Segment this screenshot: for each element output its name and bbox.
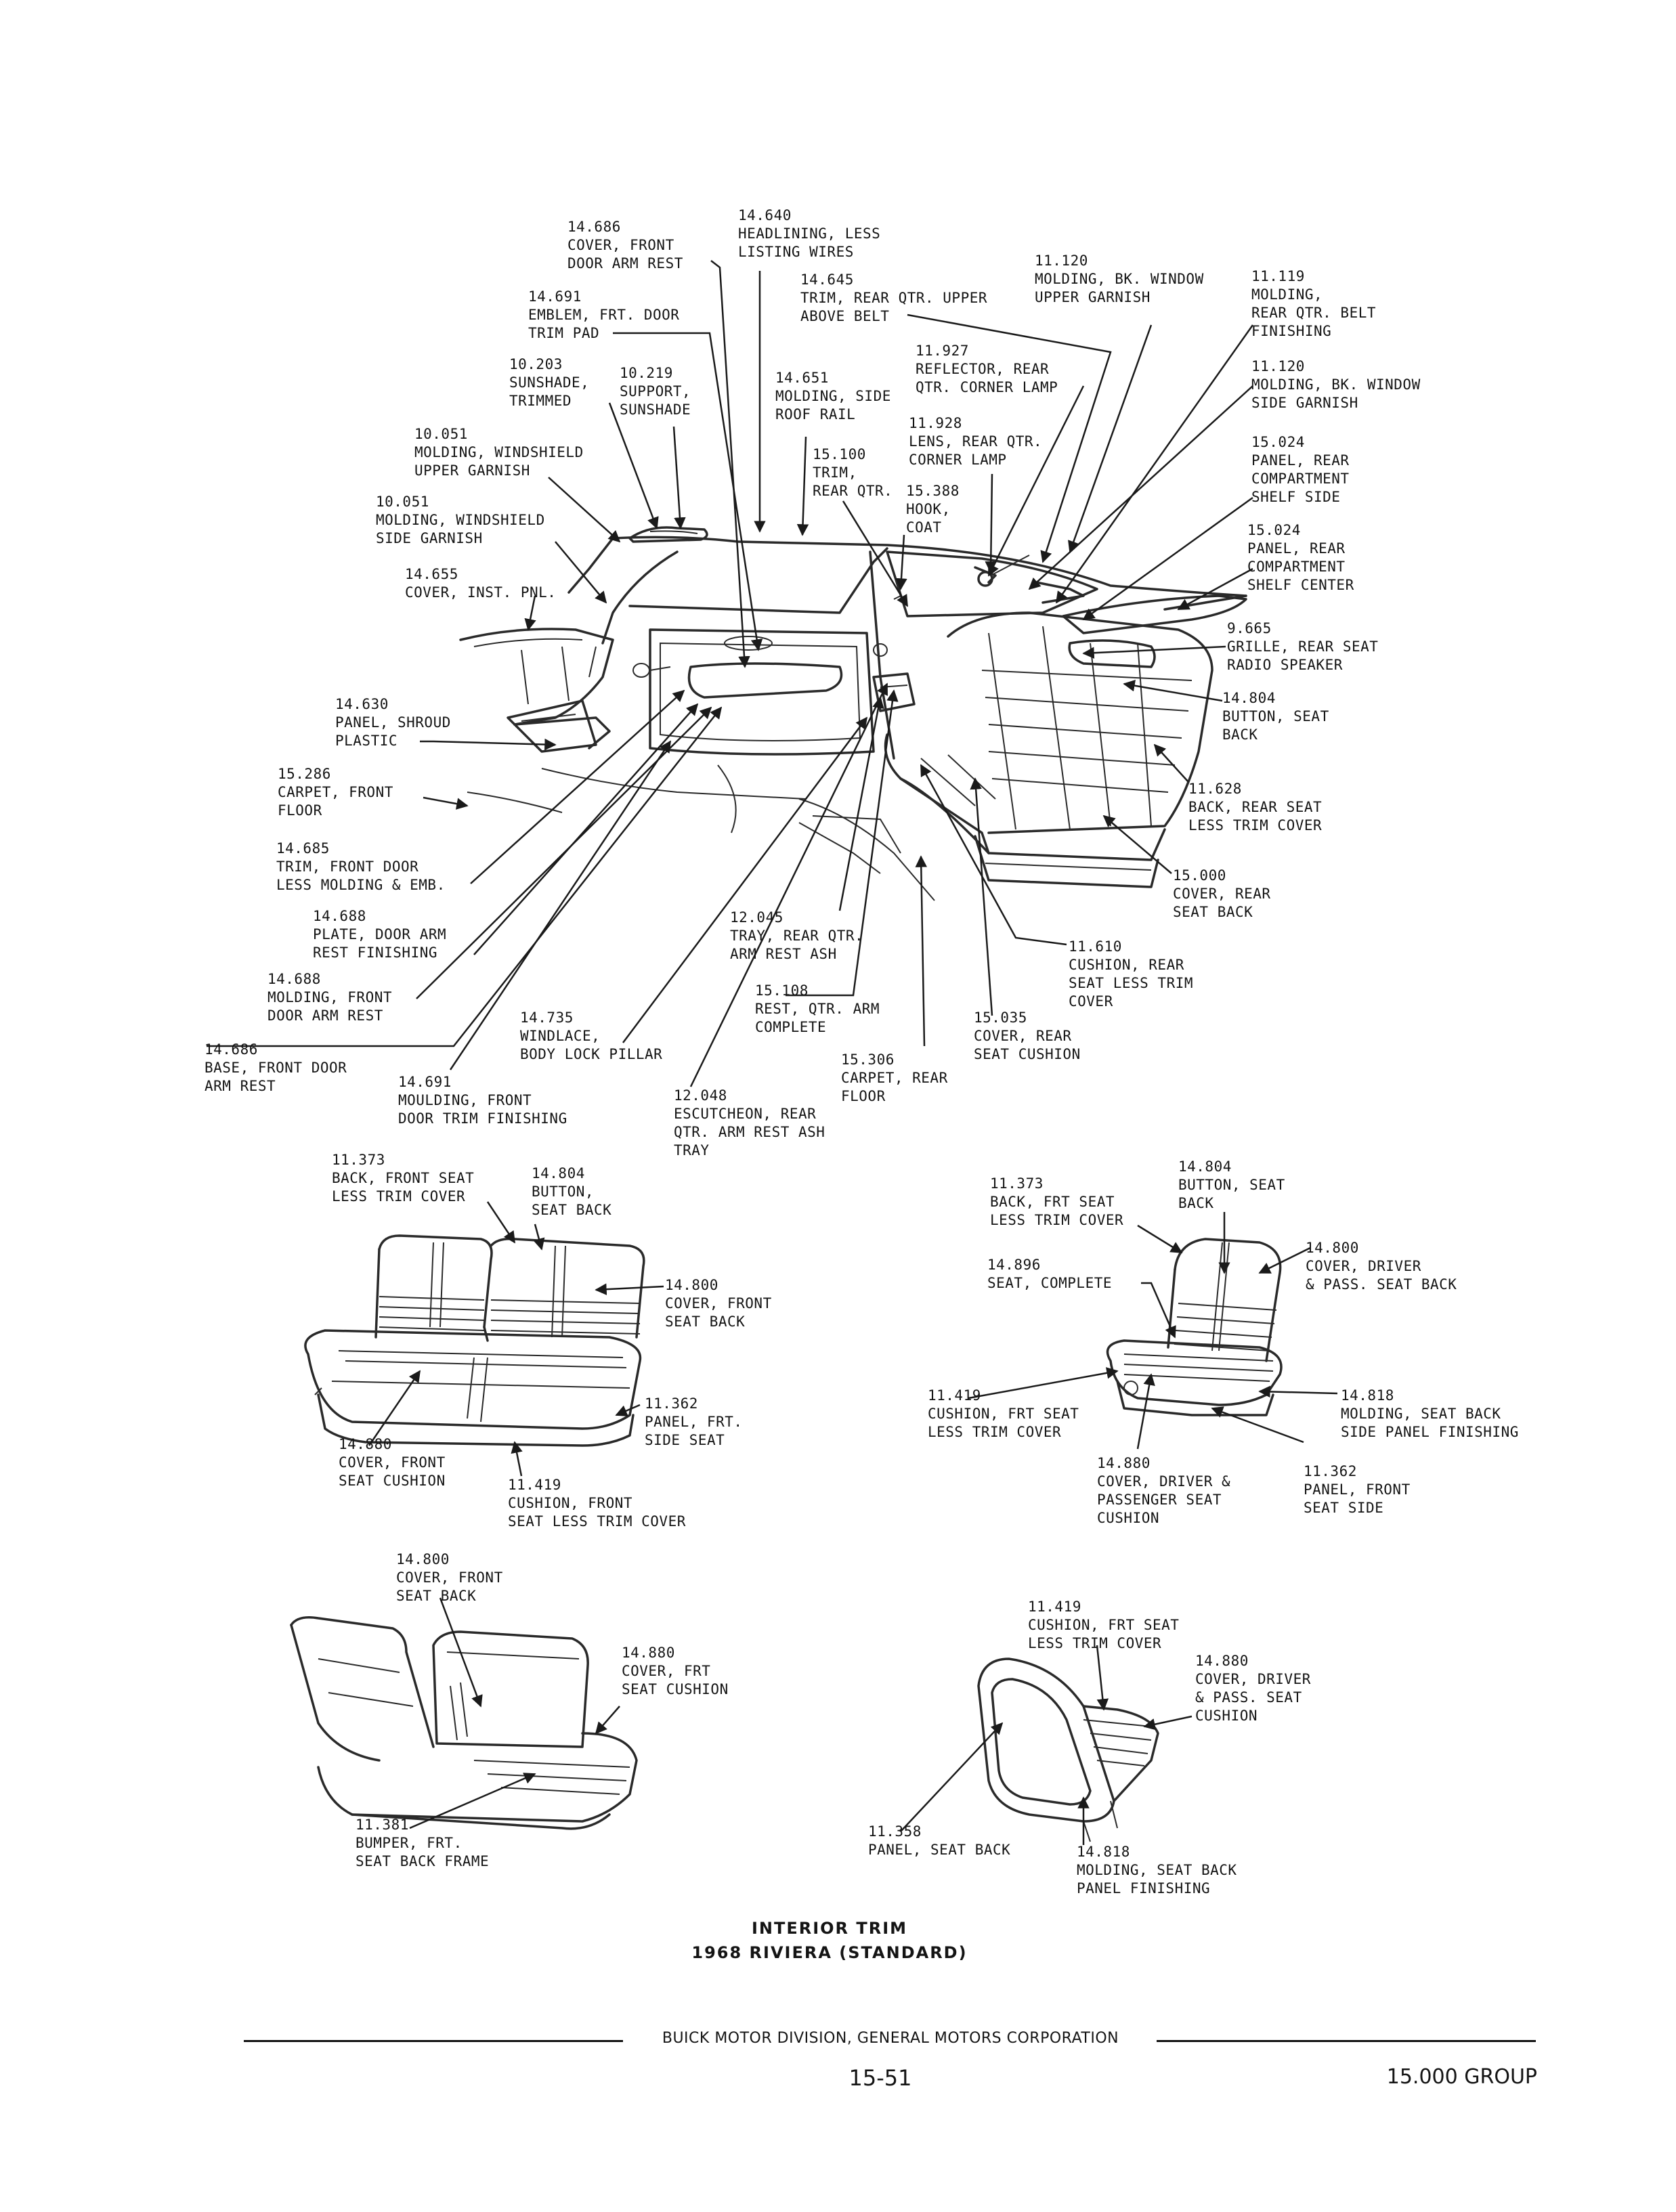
footer-rule-right bbox=[1157, 2040, 1536, 2042]
interior-cutaway-drawing bbox=[459, 526, 1247, 901]
footer-group: 15.000 GROUP bbox=[1386, 2065, 1537, 2089]
bucket-front-seat-drawing bbox=[1106, 1238, 1283, 1416]
footer-rule-left bbox=[244, 2040, 623, 2042]
caption-subtitle: 1968 RIVIERA (STANDARD) bbox=[691, 1943, 968, 1962]
footer-page-number: 15-51 bbox=[848, 2065, 912, 2091]
footer-company: BUICK MOTOR DIVISION, GENERAL MOTORS COR… bbox=[662, 2030, 1119, 2047]
bucket-seat-side-drawing bbox=[977, 1657, 1159, 1842]
bench-front-seat-drawing bbox=[304, 1234, 645, 1447]
caption-title: INTERIOR TRIM bbox=[751, 1919, 908, 1938]
callout-leader-lines bbox=[207, 260, 1338, 1845]
bench-seat-tilted-drawing bbox=[290, 1616, 638, 1830]
figure-caption: INTERIOR TRIM 1968 RIVIERA (STANDARD) bbox=[609, 1916, 1050, 1965]
